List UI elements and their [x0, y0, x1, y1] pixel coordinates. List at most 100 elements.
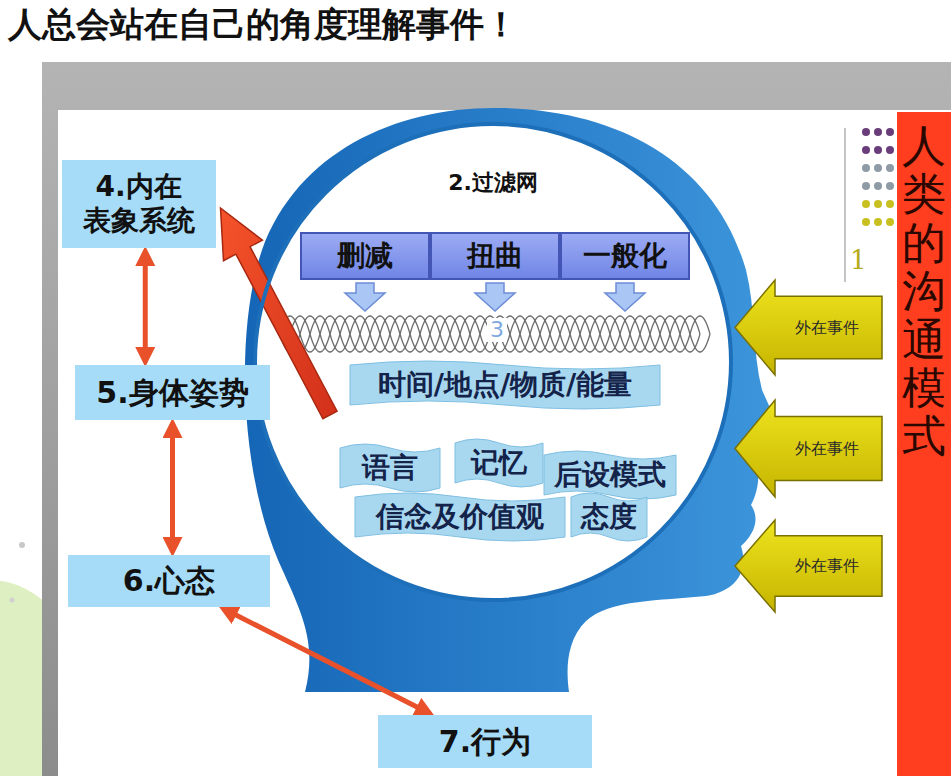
node-text: 2.过滤网 — [448, 170, 538, 196]
filter-box: 删减 — [300, 232, 430, 280]
deco-dot — [874, 146, 882, 154]
wave-tag: 信念及价值观 — [355, 493, 565, 541]
node-text: 后设模式 — [554, 458, 666, 492]
wave-shape — [355, 493, 565, 541]
text-holder: 人类的沟通模式 — [897, 112, 951, 776]
node-text: 4.内在 表象系统 — [74, 170, 204, 237]
wave-shape — [340, 444, 440, 492]
wave-shape — [455, 439, 543, 487]
text-holder: 7.行为 — [378, 715, 592, 768]
deco-dot — [886, 164, 894, 172]
node-text: 一般化 — [583, 239, 667, 273]
callout-number: 1 — [850, 246, 867, 275]
text-holder: 外在事件 — [735, 280, 882, 375]
text-holder: 语言 — [340, 444, 440, 492]
node-text: 信念及价值观 — [376, 500, 544, 534]
deco-dot — [874, 128, 882, 136]
node-text: 外在事件 — [795, 318, 859, 337]
deco-dot — [19, 542, 25, 548]
wave-tag: 态度 — [571, 493, 647, 541]
text-holder: 外在事件 — [735, 400, 882, 497]
node-text: 态度 — [581, 500, 637, 534]
wave-tag: 语言 — [340, 444, 440, 492]
wave-shape — [544, 451, 676, 499]
circle-outline — [255, 124, 731, 600]
text-holder: 删减 — [302, 234, 428, 278]
deco-dot — [874, 218, 882, 226]
title-slot: 人总会站在自己的角度理解事件！ — [8, 4, 518, 45]
down-arrow — [605, 283, 645, 311]
down-arrow — [475, 283, 515, 311]
text-holder: 扭曲 — [432, 234, 558, 278]
text-holder: 态度 — [571, 493, 647, 541]
deco-dot — [874, 164, 882, 172]
double-arrow — [170, 424, 175, 551]
process-box: 6.心态 — [68, 555, 270, 607]
text-holder: 时间/地点/物质/能量 — [350, 361, 660, 409]
title-band: 人类的沟通模式 — [897, 112, 951, 776]
node-text: 时间/地点/物质/能量 — [378, 368, 633, 402]
node-text: 7.行为 — [439, 724, 531, 760]
wave-tag: 后设模式 — [544, 451, 676, 499]
mind-ground — [255, 124, 731, 600]
deco-rule — [844, 128, 846, 282]
node-text: 5.身体姿势 — [96, 375, 248, 411]
node-text: 外在事件 — [795, 556, 859, 575]
slide-frame — [42, 62, 951, 776]
vertical-title: 人类的沟通模式 — [902, 122, 946, 461]
callout-number: 3 — [487, 318, 507, 342]
deco-dot — [862, 182, 870, 190]
wave-shape — [571, 493, 647, 541]
deco-dot — [886, 146, 894, 154]
deco-dots — [862, 128, 894, 226]
process-box: 7.行为 — [378, 715, 592, 768]
deco-dot — [862, 164, 870, 172]
node-text: 删减 — [337, 239, 393, 273]
text-holder: 外在事件 — [735, 520, 882, 612]
arrow-shape — [735, 400, 882, 497]
text-holder: 6.心态 — [68, 555, 270, 607]
deco-dot — [886, 218, 894, 226]
event-arrow: 外在事件 — [735, 280, 882, 375]
text-holder: 信念及价值观 — [355, 493, 565, 541]
deco-dot — [874, 182, 882, 190]
text-holder: 5.身体姿势 — [75, 365, 270, 420]
net-strand — [280, 316, 700, 352]
deco-dot — [874, 200, 882, 208]
filter-box: 扭曲 — [430, 232, 560, 280]
filter-box: 一般化 — [560, 232, 690, 280]
net-strand — [280, 316, 700, 352]
node-text: 扭曲 — [467, 239, 523, 273]
text-holder: 一般化 — [562, 234, 688, 278]
arrow-shape — [735, 280, 882, 375]
deco-dot — [862, 146, 870, 154]
deco-dot — [862, 200, 870, 208]
deco-dot — [862, 218, 870, 226]
deco-dot — [10, 598, 15, 603]
arrow-shape — [735, 520, 882, 612]
wave-shape — [350, 361, 660, 409]
double-arrow — [224, 609, 430, 713]
text-holder: 记忆 — [455, 439, 543, 487]
deco-dot — [886, 128, 894, 136]
event-arrow: 外在事件 — [735, 400, 882, 497]
down-arrow — [345, 283, 385, 311]
node-text: 6.心态 — [123, 563, 215, 599]
label-slot: 1 — [850, 246, 867, 275]
text-holder: 4.内在 表象系统 — [62, 160, 216, 248]
deco-dot — [886, 182, 894, 190]
deco-dot — [886, 200, 894, 208]
filter-circle: 2.过滤网删减 扭曲 一般化时间/地点/物质/能量语言 记忆后设模式信念及价值观 态度 — [253, 122, 733, 602]
node-text: 语言 — [362, 451, 418, 485]
wave-tag: 时间/地点/物质/能量 — [350, 361, 660, 409]
deco-dot — [862, 128, 870, 136]
process-box: 5.身体姿势 — [75, 365, 270, 420]
label-slot: 3 — [487, 318, 507, 342]
process-box: 4.内在 表象系统 — [62, 160, 216, 248]
node-text: 记忆 — [471, 446, 527, 480]
event-arrow: 外在事件 — [735, 520, 882, 612]
wave-tag: 记忆 — [455, 439, 543, 487]
double-arrow — [143, 252, 148, 361]
